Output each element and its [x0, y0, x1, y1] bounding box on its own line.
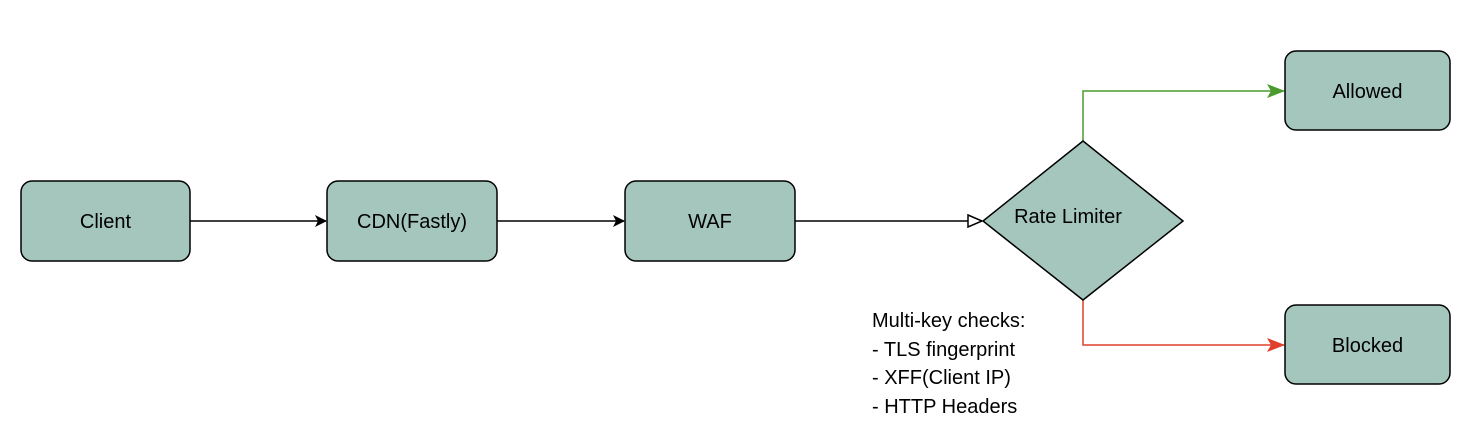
node-waf: WAF — [624, 180, 796, 262]
note-line-xff: - XFF(Client IP) — [872, 367, 1011, 389]
multi-key-checks-note: Multi-key checks: - TLS fingerprint - XF… — [872, 310, 1025, 418]
node-rate-limiter: Rate Limiter — [981, 140, 1185, 301]
node-rate-limiter-label: Rate Limiter — [1014, 206, 1122, 228]
node-blocked: Blocked — [1284, 304, 1451, 385]
note-line-title: Multi-key checks: — [872, 310, 1025, 332]
note-line-tls: - TLS fingerprint — [872, 339, 1015, 361]
node-allowed-label: Allowed — [1332, 81, 1402, 103]
node-blocked-label: Blocked — [1332, 335, 1403, 357]
node-client-label: Client — [80, 211, 132, 233]
node-allowed: Allowed — [1284, 50, 1451, 131]
note-line-headers: - HTTP Headers — [872, 396, 1017, 418]
edge-rate-limiter-to-blocked — [1082, 300, 1285, 352]
node-client: Client — [20, 180, 191, 262]
node-cdn: CDN(Fastly) — [326, 180, 498, 262]
edge-rate-limiter-to-allowed — [1082, 84, 1285, 141]
node-waf-label: WAF — [688, 211, 732, 233]
node-cdn-label: CDN(Fastly) — [357, 211, 467, 233]
